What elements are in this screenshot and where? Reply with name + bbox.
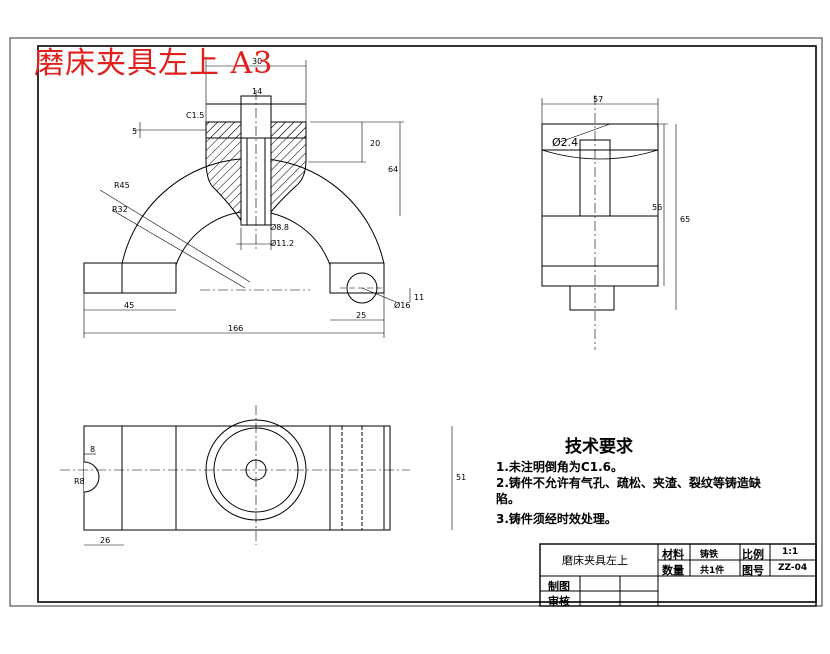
- dim-side-hole: Ø2.4: [552, 136, 578, 149]
- tech-requirements-title: 技术要求: [565, 437, 633, 457]
- dim-boss-height: 20: [370, 139, 380, 148]
- inner-border: [37, 45, 817, 603]
- dim-left-offset: 45: [124, 301, 134, 310]
- dim-top-left-offset: 26: [100, 536, 110, 545]
- dim-r-inner: R32: [112, 205, 128, 214]
- dim-top-small: 8: [90, 445, 95, 454]
- outer-border: [9, 37, 823, 607]
- side-view-dims: 57 Ø2.4 56 65: [552, 95, 690, 224]
- dim-top-width: 51: [456, 473, 466, 482]
- drawing-no-value: ZZ-04: [778, 563, 808, 573]
- dim-right-offset: 25: [356, 311, 366, 320]
- right-foot: [329, 262, 385, 294]
- dim-r-outer: R45: [114, 181, 130, 190]
- dim-top-width: 30: [252, 57, 262, 66]
- quantity-value: 共1件: [700, 566, 725, 576]
- side-view: [541, 95, 677, 350]
- drawing-no-label: 图号: [742, 564, 764, 577]
- tech-req-item-2b: 陷。: [496, 492, 521, 506]
- left-foot: [83, 262, 177, 294]
- title-block-frame: [539, 543, 817, 607]
- dim-total-length: 166: [228, 324, 243, 333]
- top-view: [60, 405, 453, 546]
- drawing-title: 磨床夹具左上 A3: [34, 46, 274, 81]
- dim-foot-height: 11: [414, 293, 424, 302]
- dim-side-total-height: 65: [680, 215, 690, 224]
- scale-value: 1:1: [782, 547, 799, 557]
- material-label: 材料: [662, 548, 684, 561]
- material-value: 铸铁: [700, 550, 719, 560]
- dim-left-small: 5: [132, 127, 137, 136]
- tech-req-item-3: 3.铸件须经时效处理。: [496, 512, 617, 526]
- drawn-label: 制图: [548, 580, 570, 593]
- scale-label: 比例: [742, 548, 764, 561]
- part-name: 磨床夹具左上: [562, 554, 628, 567]
- front-view: [83, 60, 411, 338]
- dim-top-radius: R8: [74, 477, 85, 486]
- dim-hole-width: 14: [252, 87, 262, 96]
- dim-hole-d2: Ø11.2: [270, 238, 294, 248]
- quantity-label: 数量: [662, 564, 684, 577]
- dim-side-height: 56: [652, 203, 662, 212]
- tech-req-item-2: 2.铸件不允许有气孔、疏松、夹渣、裂纹等铸造缺: [496, 476, 761, 490]
- checked-label: 审核: [548, 595, 570, 608]
- front-view-dims: 30 14 C1.5 5 20 64 R45 R32 Ø8.8 Ø11.2 11…: [112, 57, 424, 333]
- tech-req-item-1: 1.未注明倒角为C1.6。: [496, 460, 623, 474]
- dim-hole-d1: Ø8.8: [270, 222, 289, 232]
- top-view-dims: 8 R8 26 51: [74, 445, 466, 545]
- dim-chamfer: C1.5: [186, 111, 204, 120]
- dim-hole-16: Ø16: [394, 300, 410, 310]
- dim-total-height: 64: [388, 165, 398, 174]
- dim-side-top-width: 57: [593, 95, 603, 104]
